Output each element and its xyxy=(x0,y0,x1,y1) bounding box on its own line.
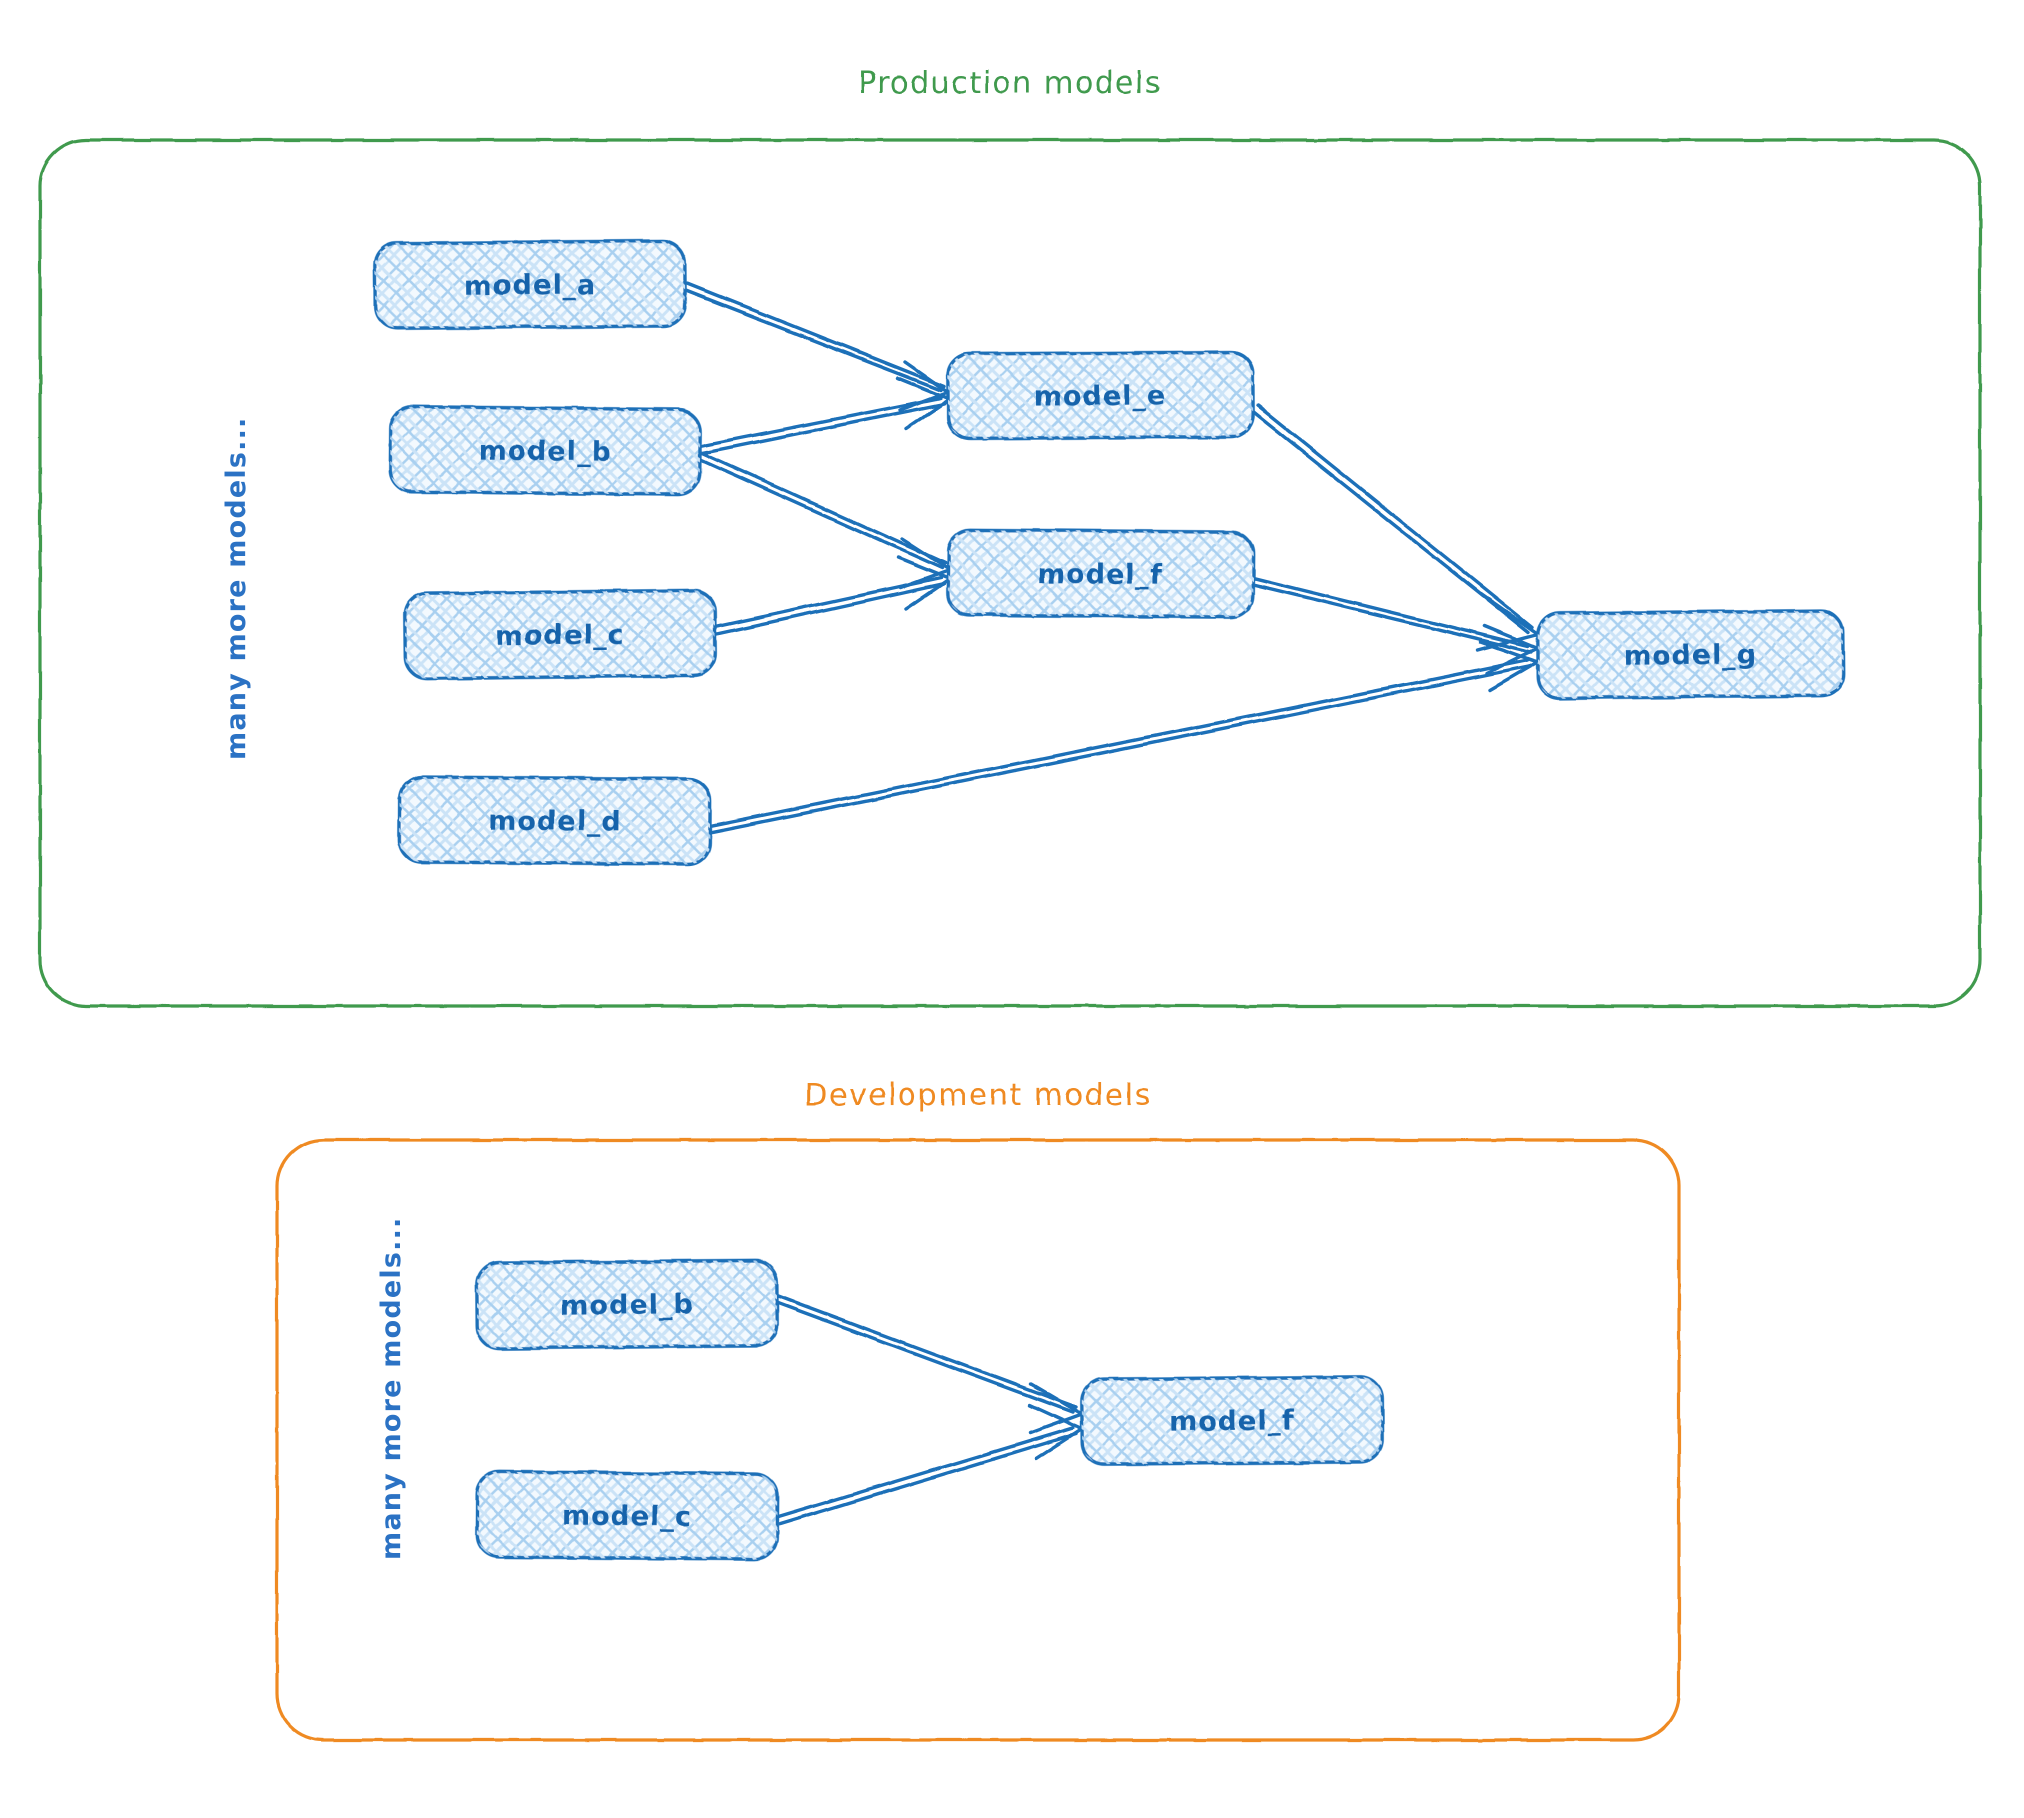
node-label-prod-model_f: model_f xyxy=(1037,558,1163,590)
group-development: Development models many more models... xyxy=(275,1078,1681,1742)
development-nodes: model_b model_c model_f xyxy=(475,1259,1384,1561)
production-edges xyxy=(676,280,1543,836)
production-group-title: Production models xyxy=(858,66,1162,101)
group-production: Production models many more models... xyxy=(38,66,1982,1008)
development-side-label: many more models... xyxy=(376,1216,407,1560)
node-prod-model_d[interactable]: model_d xyxy=(398,775,712,866)
node-dev-model_f[interactable]: model_f xyxy=(1080,1375,1384,1466)
node-label-prod-model_e: model_e xyxy=(1034,381,1167,413)
node-label-prod-model_d: model_d xyxy=(488,806,622,838)
node-label-prod-model_c: model_c xyxy=(495,619,625,652)
node-label-prod-model_g: model_g xyxy=(1623,639,1757,671)
node-label-prod-model_b: model_b xyxy=(478,435,612,467)
node-label-dev-model_c: model_c xyxy=(562,1500,692,1532)
node-label-dev-model_f: model_f xyxy=(1169,1405,1295,1437)
node-dev-model_b[interactable]: model_b xyxy=(475,1259,779,1350)
edge-dev-model_b-model_f xyxy=(768,1292,1086,1435)
edge-model_d-model_g xyxy=(698,640,1543,836)
node-prod-model_b[interactable]: model_b xyxy=(388,405,702,497)
edge-model_c-model_f xyxy=(708,556,954,637)
node-dev-model_c[interactable]: model_c xyxy=(475,1470,779,1561)
edge-dev-model_c-model_f xyxy=(776,1403,1086,1526)
edge-model_b-model_f xyxy=(688,447,954,590)
production-group-frame xyxy=(38,138,1982,1008)
node-prod-model_c[interactable]: model_c xyxy=(403,588,717,681)
production-nodes: model_a model_b model_c xyxy=(373,239,1845,866)
edge-model_f-model_g xyxy=(1251,576,1543,675)
development-group-frame xyxy=(275,1138,1681,1742)
node-prod-model_g[interactable]: model_g xyxy=(1536,608,1845,701)
development-group-title: Development models xyxy=(804,1078,1152,1113)
node-label-dev-model_b: model_b xyxy=(560,1289,694,1321)
node-prod-model_a[interactable]: model_a xyxy=(373,239,687,330)
development-edges xyxy=(768,1292,1086,1526)
production-side-label: many more models... xyxy=(221,416,252,760)
node-prod-model_f[interactable]: model_f xyxy=(946,528,1255,619)
node-prod-model_e[interactable]: model_e xyxy=(946,350,1255,441)
edge-model_b-model_e xyxy=(688,376,954,457)
node-label-prod-model_a: model_a xyxy=(464,270,597,302)
edge-model_a-model_e xyxy=(676,280,952,412)
